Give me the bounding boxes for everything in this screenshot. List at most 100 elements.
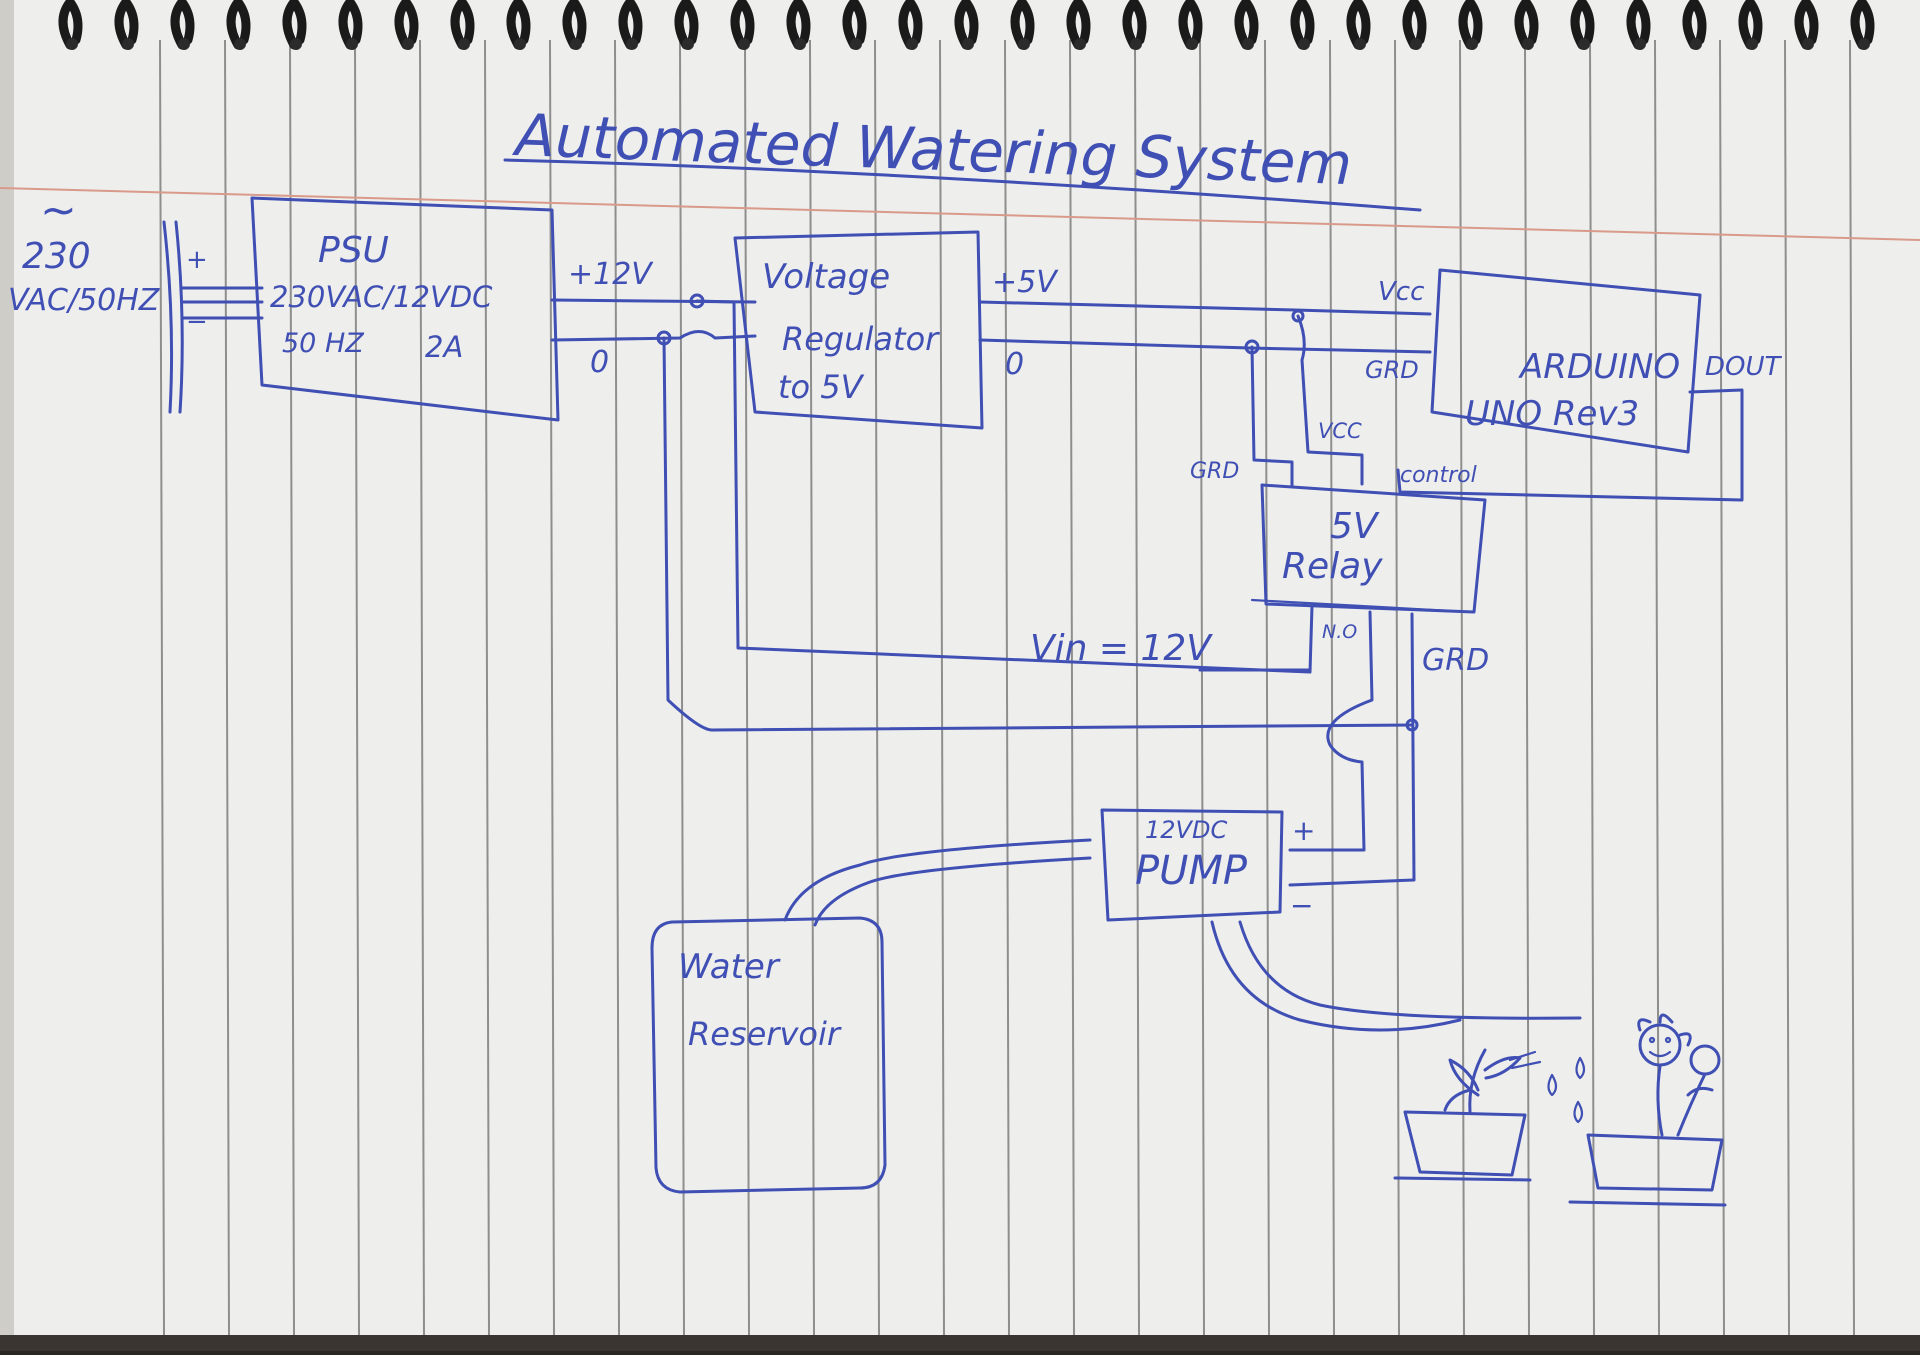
rule-line: [549, 39, 555, 1336]
spiral-ring: [1010, 0, 1035, 50]
wire-dout-control: [1396, 388, 1744, 502]
arduino-box: [1430, 268, 1702, 454]
spiral-hole: [1074, 38, 1086, 50]
spiral-ring: [898, 0, 923, 50]
pump-box: [1100, 808, 1284, 922]
rule-line: [744, 39, 750, 1336]
spiral-hole: [1578, 38, 1590, 50]
spiral-ring: [1178, 0, 1203, 50]
mains-minus: −: [186, 307, 208, 337]
wire-relay-grd: [1250, 345, 1294, 488]
reg-out-positive: +5V: [992, 265, 1059, 300]
spiral-ring: [842, 0, 867, 50]
spiral-hole: [66, 38, 78, 50]
relay-block: 5V Relay VCC GRD control N.O GRD Vin = 1…: [1030, 419, 1489, 678]
spiral-ring: [562, 0, 587, 50]
rule-line: [419, 39, 425, 1336]
relay-box-shadow: [1250, 598, 1472, 614]
pump-minus: −: [1290, 889, 1313, 922]
rule-line: [1264, 39, 1270, 1336]
spiral-hole: [122, 38, 134, 50]
rule-line: [1394, 39, 1400, 1336]
spiral-ring: [394, 0, 419, 50]
water-reservoir: Water Reservoir: [650, 916, 887, 1194]
pump-label-2: PUMP: [1135, 848, 1248, 894]
spiral-ring: [1402, 0, 1427, 50]
rule-line: [1004, 39, 1010, 1336]
plant-pot-right-icon: [1568, 1013, 1727, 1207]
arduino-dout-pin: DOUT: [1705, 352, 1783, 382]
psu-spec-current: 2A: [425, 330, 463, 364]
wire-vin-12v: [695, 299, 1314, 674]
spiral-ring: [674, 0, 699, 50]
relay-control-pin: control: [1400, 463, 1477, 488]
rule-line: [1329, 39, 1335, 1336]
spiral-ring: [226, 0, 251, 50]
pump-plus: +: [1292, 814, 1315, 847]
spiral-hole: [1186, 38, 1198, 50]
spiral-hole: [1802, 38, 1814, 50]
spiral-ring: [170, 0, 195, 50]
spiral-hole: [1634, 38, 1646, 50]
wire-relay-vcc: [1296, 314, 1364, 486]
spiral-hole: [738, 38, 750, 50]
spiral-hole: [514, 38, 526, 50]
spiral-binding: [58, 0, 1875, 50]
spiral-hole: [1466, 38, 1478, 50]
spiral-hole: [794, 38, 806, 50]
mains-plus: +: [186, 245, 208, 275]
rule-line: [1784, 39, 1790, 1336]
title-underline: [503, 158, 1422, 212]
spiral-hole: [1018, 38, 1030, 50]
spiral-ring: [1850, 0, 1875, 50]
rule-line: [354, 39, 360, 1336]
spiral-hole: [1130, 38, 1142, 50]
regulator-label-3: to 5V: [778, 368, 865, 406]
rule-line: [874, 39, 880, 1336]
spiral-ring: [1290, 0, 1315, 50]
rule-line: [1849, 39, 1855, 1336]
pump-block: 12VDC PUMP + −: [1100, 808, 1315, 922]
mains-symbol: ~: [40, 185, 77, 236]
paper-shadow-bottom: [0, 1335, 1920, 1351]
spiral-ring: [618, 0, 643, 50]
spiral-ring: [1794, 0, 1819, 50]
psu-block: PSU 230VAC/12VDC 50 HZ 2A: [250, 196, 560, 422]
relay-label-2: Relay: [1282, 546, 1383, 587]
spiral-hole: [906, 38, 918, 50]
rule-line: [159, 39, 165, 1336]
spiral-ring: [450, 0, 475, 50]
rule-lines: [159, 39, 1855, 1336]
rule-line: [224, 39, 230, 1336]
spiral-ring: [506, 0, 531, 50]
hose-outlet: [1210, 920, 1582, 1032]
spiral-hole: [234, 38, 246, 50]
psu-spec-freq: 50 HZ: [282, 328, 364, 359]
reservoir-box: [650, 916, 887, 1194]
psu-out-negative: 0: [590, 345, 609, 380]
regulator-block: Voltage Regulator to 5V: [733, 230, 984, 430]
rule-line: [939, 39, 945, 1336]
spiral-ring: [786, 0, 811, 50]
paper-shadow-left: [0, 0, 14, 1351]
reservoir-label-1: Water: [678, 947, 781, 987]
spiral-hole: [1354, 38, 1366, 50]
spiral-ring: [1234, 0, 1259, 50]
wire-0v: [550, 330, 757, 342]
rule-line: [1134, 39, 1140, 1336]
spiral-ring: [1682, 0, 1707, 50]
regulator-label-2: Regulator: [782, 320, 940, 358]
arduino-grd-pin: GRD: [1365, 356, 1419, 384]
spiral-hole: [682, 38, 694, 50]
spiral-hole: [1522, 38, 1534, 50]
spiral-hole: [458, 38, 470, 50]
spiral-ring: [338, 0, 363, 50]
spiral-hole: [1298, 38, 1310, 50]
spiral-hole: [1858, 38, 1870, 50]
spiral-hole: [1746, 38, 1758, 50]
reg-out-negative: 0: [1005, 347, 1024, 382]
mains-input: ~ 230 VAC/50HZ + −: [8, 185, 264, 414]
relay-grd-out: GRD: [1422, 643, 1489, 678]
